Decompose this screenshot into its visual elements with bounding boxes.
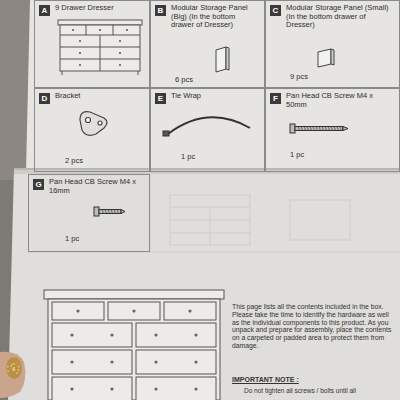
note-text: Do not tighten all screws / bolts until … bbox=[244, 387, 394, 394]
letter-badge: G bbox=[33, 179, 44, 190]
badge-letter: B bbox=[155, 5, 166, 16]
part-count: 1 pc bbox=[290, 151, 304, 159]
part-count: 1 pc bbox=[181, 153, 195, 161]
part-name: Bracket bbox=[55, 92, 145, 101]
part-name: 9 Drawer Dresser bbox=[55, 4, 145, 13]
part-cell: Modular Storage Panel (Small) (In the bo… bbox=[265, 0, 400, 88]
part-count: 2 pcs bbox=[65, 157, 83, 165]
part-name: Tie Wrap bbox=[171, 92, 260, 101]
instruction-paragraph: This page lists all the contents include… bbox=[232, 303, 394, 350]
badge-letter: D bbox=[39, 93, 50, 104]
letter-badge: B bbox=[155, 5, 166, 16]
badge-letter: C bbox=[270, 5, 281, 16]
badge-letter: A bbox=[39, 5, 50, 16]
part-name: Pan Head CB Screw M4 x 50mm bbox=[286, 92, 395, 109]
letter-badge: E bbox=[155, 93, 166, 104]
part-count: 1 pc bbox=[65, 235, 79, 243]
note-heading: IMPORTANT NOTE : bbox=[232, 376, 394, 384]
letter-badge: D bbox=[39, 93, 50, 104]
part-name: Modular Storage Panel (Small) (In the bo… bbox=[286, 4, 395, 30]
part-cell: Tie Wrap 1 pc E bbox=[150, 88, 265, 172]
part-cell: Modular Storage Panel (Big) (In the bott… bbox=[150, 0, 265, 88]
part-cell: Pan Head CB Screw M4 x 16mm 1 pc G bbox=[28, 174, 150, 252]
part-cell: Pan Head CB Screw M4 x 50mm 1 pc F bbox=[265, 88, 400, 172]
badge-letter: G bbox=[33, 179, 44, 190]
part-cell: Bracket 2 pcs D bbox=[34, 88, 150, 172]
part-name: Pan Head CB Screw M4 x 16mm bbox=[49, 178, 145, 195]
part-count: 6 pcs bbox=[175, 76, 193, 84]
letter-badge: F bbox=[270, 93, 281, 104]
part-cell: 9 Drawer Dresser A bbox=[34, 0, 150, 88]
part-name: Modular Storage Panel (Big) (In the bott… bbox=[171, 4, 260, 30]
letter-badge: A bbox=[39, 5, 50, 16]
letter-badge: C bbox=[270, 5, 281, 16]
badge-letter: E bbox=[155, 93, 166, 104]
badge-letter: F bbox=[270, 93, 281, 104]
part-count: 9 pcs bbox=[290, 73, 308, 81]
